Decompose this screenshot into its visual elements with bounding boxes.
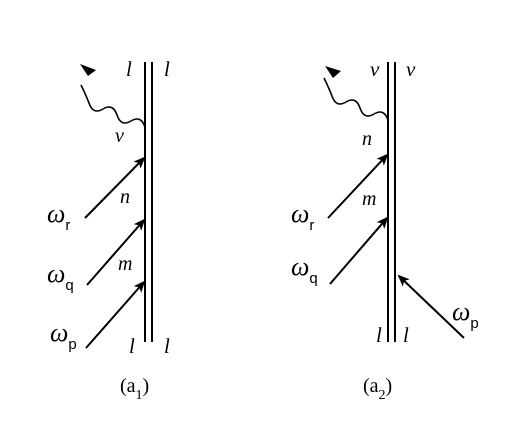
field-label-q: ωq: [291, 252, 318, 287]
bottom-left-label: l: [129, 334, 135, 358]
top-right-label: v: [406, 57, 416, 81]
field-arrow-r: [327, 153, 389, 219]
top-left-label: l: [126, 57, 132, 81]
field-arrow-q: [86, 218, 146, 286]
emitted-photon-arrowhead: [80, 64, 96, 76]
field-label-p: ωp: [452, 297, 479, 332]
diagram-a2: v v n m ωr ωq ωp l l (a2): [291, 57, 479, 403]
field-arrow-q: [329, 216, 389, 285]
level-label-m: m: [118, 253, 132, 275]
emission-label: v: [115, 125, 124, 147]
field-label-p: ωp: [50, 318, 77, 353]
field-label-r: ωr: [291, 199, 314, 234]
level-label-n: n: [120, 186, 130, 208]
top-right-label: l: [164, 57, 170, 81]
field-arrow-p: [397, 274, 465, 339]
level-label-n: n: [362, 128, 372, 150]
emitted-photon-arrowhead: [325, 66, 341, 78]
field-label-r: ωr: [47, 199, 70, 234]
bottom-right-label: l: [403, 323, 409, 347]
bottom-right-label: l: [164, 334, 170, 358]
field-arrow-p: [85, 280, 146, 349]
top-left-label: v: [370, 57, 380, 81]
field-label-q: ωq: [47, 259, 74, 294]
caption-a2: (a2): [363, 375, 392, 403]
bottom-left-label: l: [376, 323, 382, 347]
level-label-m: m: [362, 188, 376, 210]
caption-a1: (a1): [120, 375, 149, 403]
emitted-photon-wavy: [323, 77, 389, 121]
field-arrow-r: [84, 156, 146, 219]
emitted-photon-wavy: [80, 84, 146, 128]
diagram-a1: l l v n m ωr ωq ωp l l (a1): [47, 57, 170, 403]
